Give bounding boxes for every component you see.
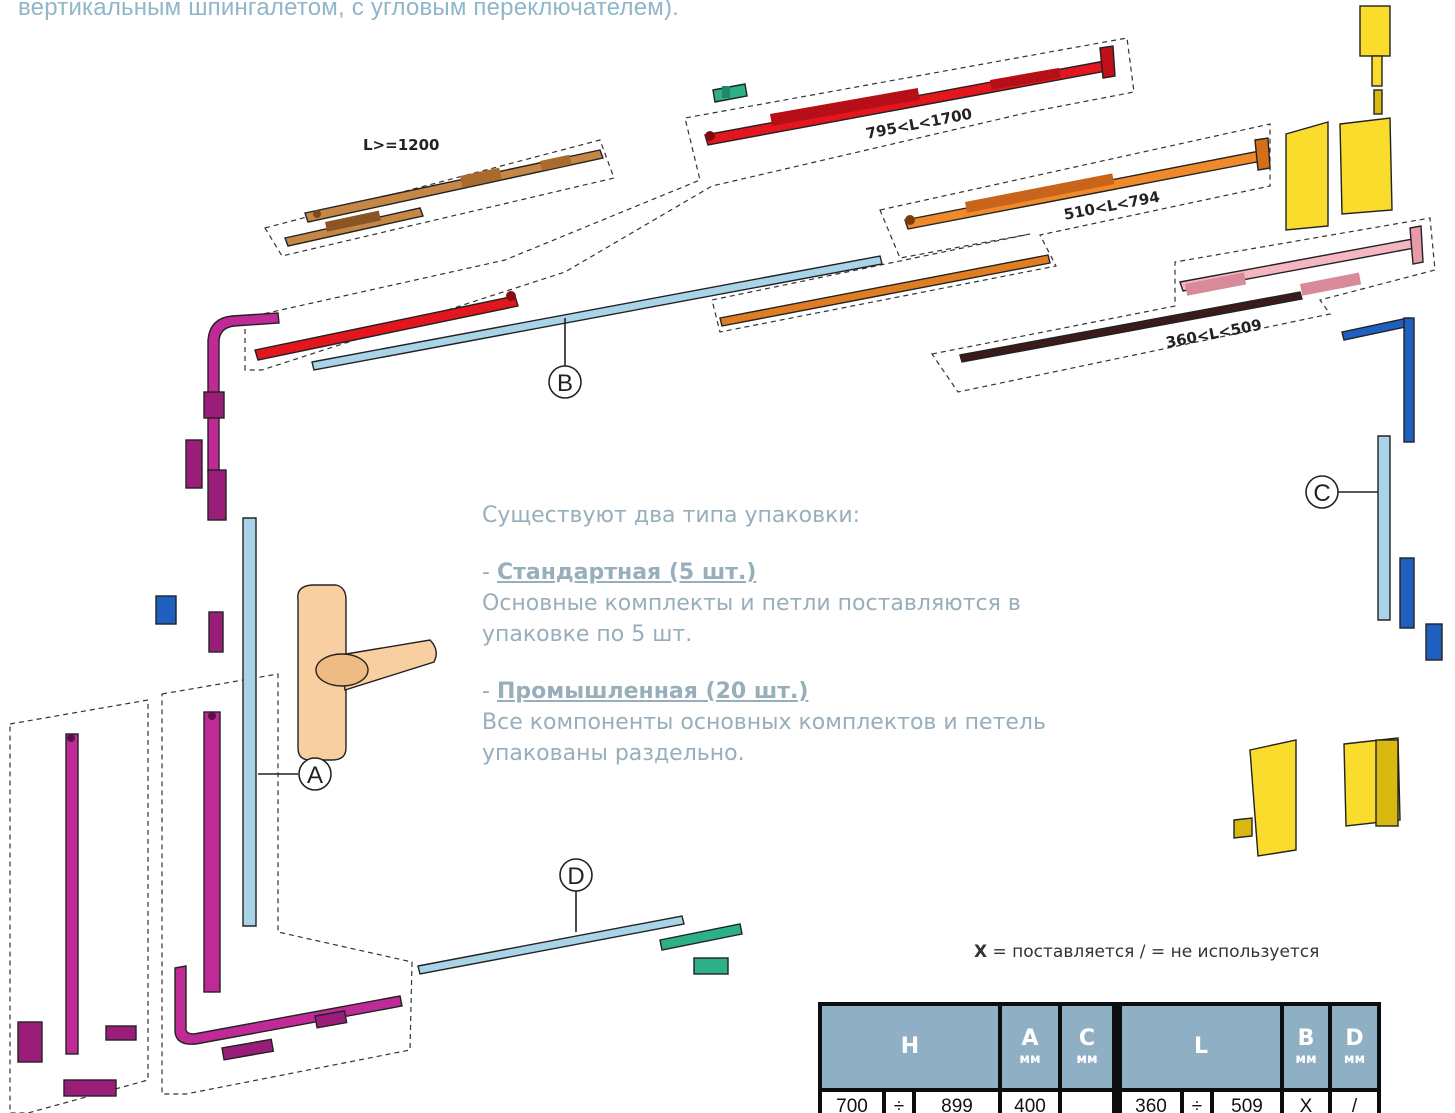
window-handle: [297, 584, 437, 761]
cell-h-to: 899: [916, 1092, 998, 1113]
blue-parts: [155, 317, 1443, 661]
header-a-unit: мм: [1019, 1052, 1041, 1067]
callout-d-letter: D: [567, 863, 584, 890]
callout-c-circle: [1305, 475, 1339, 509]
packaging-standard-title: Стандартная (5 шт.): [496, 560, 757, 585]
cell-d: /: [1332, 1092, 1377, 1113]
callout-b-letter: B: [557, 370, 573, 397]
hinge-top-right: [1285, 5, 1393, 231]
callout-c-letter: C: [1313, 480, 1330, 507]
packaging-standard-desc-2: упаковке по 5 шт.: [482, 622, 693, 647]
callout-a-letter: A: [307, 762, 323, 789]
rail-b: [311, 255, 883, 371]
packaging-industrial-title: Промышленная (20 шт.): [496, 679, 809, 704]
header-a-label: A: [1021, 1026, 1039, 1051]
magenta-keepers: [17, 611, 403, 1097]
group-outline-pink: [930, 217, 1436, 393]
callout-b-circle: [548, 365, 582, 399]
group-outline-orange: [711, 123, 1271, 333]
header-c: C мм: [1062, 1006, 1112, 1088]
orange-set: [719, 137, 1271, 327]
rail-c: [1377, 435, 1391, 621]
header-b: B мм: [1284, 1006, 1328, 1088]
cell-h-sep: ÷: [886, 1092, 912, 1113]
length-label-l1200: L>=1200: [363, 136, 440, 154]
pink-set: [959, 225, 1424, 363]
header-c-label: C: [1078, 1026, 1096, 1051]
hinge-bottom-right: [1233, 737, 1401, 857]
cell-l-to: 509: [1214, 1092, 1280, 1113]
cell-h-from: 700: [822, 1092, 882, 1113]
packaging-industrial-desc-1: Все компоненты основных комплектов и пет…: [482, 710, 1046, 735]
legend-x-mark: X: [974, 942, 988, 962]
rail-a: [242, 517, 257, 927]
cell-a: 400: [1002, 1092, 1058, 1113]
packaging-dash: -: [482, 679, 490, 704]
header-c-unit: мм: [1076, 1052, 1098, 1067]
header-b-unit: мм: [1295, 1052, 1317, 1067]
packaging-info: Существуют два типа упаковки: - Стандарт…: [482, 500, 1202, 769]
legend: X = поставляется / = не используется: [974, 942, 1319, 962]
cell-c: [1062, 1092, 1112, 1113]
header-d-unit: мм: [1343, 1052, 1366, 1067]
magenta-corner-upper: [185, 312, 280, 521]
green-keepers-bottom: [659, 923, 743, 975]
packaging-heading: Существуют два типа упаковки:: [482, 503, 861, 528]
packaging-standard-line: - Стандартная (5 шт.): [482, 557, 1202, 588]
packaging-dash: -: [482, 560, 490, 585]
header-d: D мм: [1332, 1006, 1377, 1088]
header-a: A мм: [1002, 1006, 1058, 1088]
size-table: H A мм C мм L B мм D мм 700 ÷ 899 400 36…: [818, 1002, 1381, 1113]
rail-d: [417, 915, 685, 975]
green-keeper-top: [712, 83, 748, 103]
packaging-standard-desc-1: Основные комплекты и петли поставляются …: [482, 591, 1021, 616]
group-outline-red: [244, 37, 1135, 371]
legend-text: = поставляется / = не используется: [992, 942, 1320, 962]
cell-l-from: 360: [1122, 1092, 1180, 1113]
header-l: L: [1122, 1006, 1280, 1088]
header-l-label: L: [1193, 1034, 1209, 1059]
group-outline-bottom-mid: [161, 673, 413, 1095]
header-b-label: B: [1297, 1026, 1315, 1051]
cell-l-sep: ÷: [1184, 1092, 1210, 1113]
intro-text: вертикальным шпингалетом, с угловым пере…: [18, 0, 680, 21]
header-h-label: H: [900, 1034, 920, 1059]
callout-a-circle: [298, 757, 332, 791]
packaging-industrial-line: - Промышленная (20 шт.): [482, 676, 1202, 707]
packaging-industrial-desc-2: упакованы раздельно.: [482, 741, 745, 766]
header-d-label: D: [1345, 1026, 1364, 1051]
callout-d-circle: [559, 858, 593, 892]
header-h: H: [822, 1006, 998, 1088]
cell-b: X: [1284, 1092, 1328, 1113]
group-outline-l1200: [264, 139, 615, 257]
brown-set: [284, 149, 604, 247]
red-set: [254, 45, 1116, 361]
